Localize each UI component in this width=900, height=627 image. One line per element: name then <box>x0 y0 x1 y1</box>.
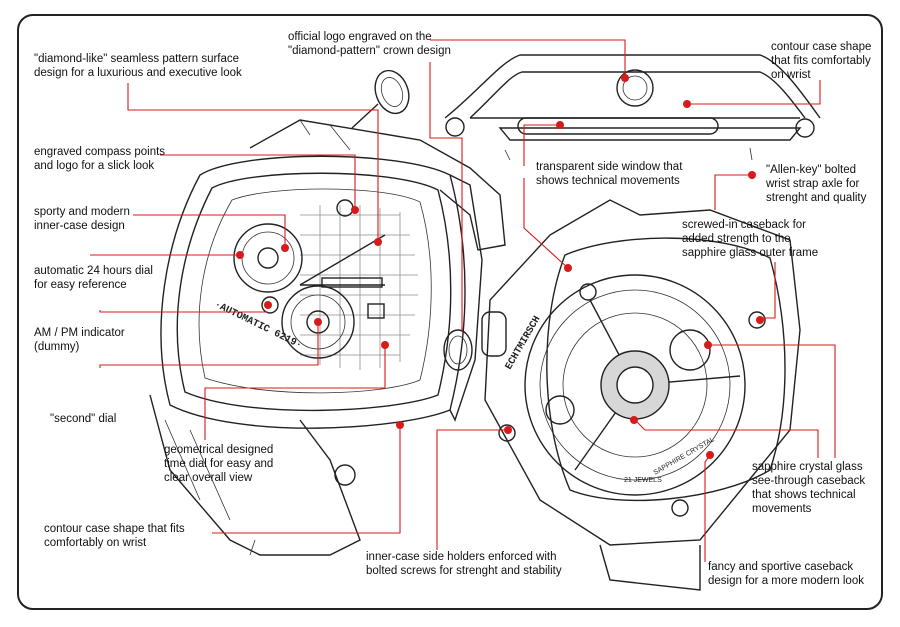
leader-contour-top <box>687 80 821 105</box>
front-watch: ·AUTOMATIC 6219· <box>149 119 507 556</box>
leader-crown-logo <box>430 39 626 78</box>
annotation-crown-logo-text: official logo engraved on the"diamond-pa… <box>288 31 451 57</box>
leader-fancy <box>704 454 711 562</box>
leader-sapphire-2 <box>708 344 836 458</box>
leader-sapphire <box>634 419 819 458</box>
annotation-second-text: "second" dial <box>50 413 117 425</box>
leader-side-window-2 <box>523 178 569 269</box>
leader-screwed <box>760 262 776 319</box>
leader-contour-left <box>212 425 401 534</box>
leader-ampm <box>99 310 268 313</box>
leader-geometric <box>204 345 386 440</box>
leader-diamond <box>127 83 379 242</box>
exploded-crown <box>351 69 410 129</box>
leader-lines <box>90 39 836 562</box>
leader-allen <box>714 174 753 210</box>
leader-side-window <box>523 124 560 166</box>
leader-crown-logo-2 <box>429 62 463 332</box>
automatic-dial-text: ·AUTOMATIC 6219· <box>212 300 303 352</box>
diagram-border <box>17 14 883 610</box>
annotation-second: "second" dial <box>50 412 116 426</box>
leader-compass <box>160 154 356 210</box>
leader-second <box>99 322 319 368</box>
annotation-ampm-text: AM / PM indicator(dummy) <box>34 327 125 353</box>
jewels-text: 21 JEWELS <box>624 477 662 484</box>
leader-sporty <box>133 214 286 248</box>
side-watch <box>444 54 821 161</box>
leader-dot-diamond <box>374 238 382 246</box>
leader-inner-holders <box>436 429 508 550</box>
annotation-ampm: AM / PM indicator(dummy) <box>34 326 125 354</box>
brand-ring-text: ECHTMIRSCH <box>504 315 544 372</box>
annotation-crown-logo: official logo engraved on the"diamond-pa… <box>288 30 451 58</box>
